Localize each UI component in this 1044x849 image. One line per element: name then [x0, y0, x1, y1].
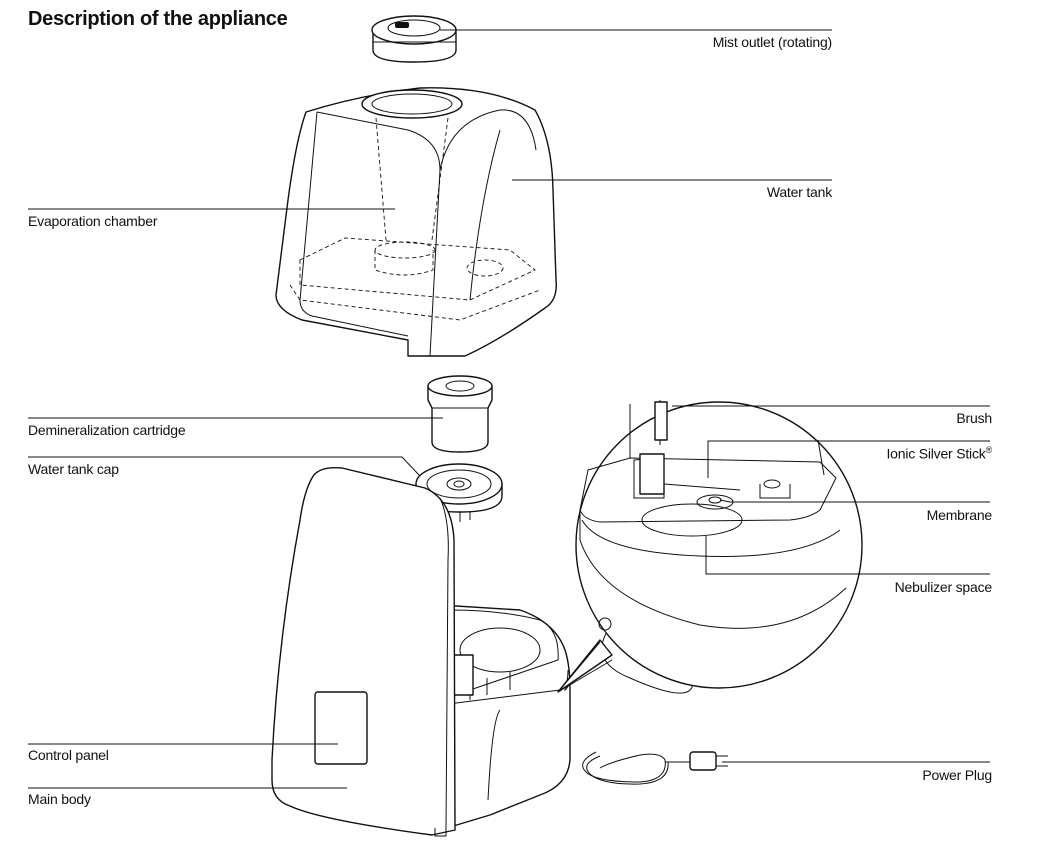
- label-main-body: Main body: [28, 791, 91, 807]
- label-demineralization-cartridge: Demineralization cartridge: [28, 422, 186, 438]
- label-evaporation-chamber: Evaporation chamber: [28, 213, 158, 229]
- demineralization-cartridge-part: [427, 375, 493, 453]
- main-body-part: [271, 467, 571, 837]
- label-brush: Brush: [956, 410, 992, 426]
- mist-outlet-part: [371, 15, 457, 63]
- page-title: Description of the appliance: [28, 8, 288, 30]
- label-ionic-silver-stick: Ionic Silver Stick®: [886, 445, 992, 462]
- label-nebulizer-space: Nebulizer space: [894, 579, 993, 595]
- label-mist-outlet: Mist outlet (rotating): [712, 34, 833, 50]
- label-water-tank-cap: Water tank cap: [28, 461, 119, 477]
- label-membrane: Membrane: [926, 507, 993, 523]
- label-power-plug: Power Plug: [922, 767, 992, 783]
- ionic-silver-stick-text: Ionic Silver Stick: [886, 445, 986, 462]
- label-control-panel: Control panel: [28, 747, 109, 763]
- label-water-tank: Water tank: [766, 184, 832, 200]
- leader-lines: [28, 29, 990, 789]
- registered-mark: ®: [985, 445, 993, 455]
- water-tank-part: [275, 87, 557, 357]
- power-cord-part: [582, 621, 728, 785]
- detail-magnifier: [557, 400, 863, 693]
